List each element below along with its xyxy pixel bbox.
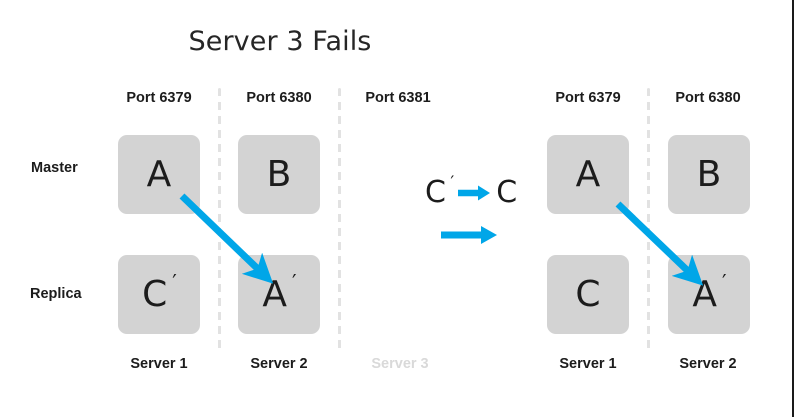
- node-right-s1-replica-label: C: [575, 274, 601, 315]
- port-label-right-2: Port 6380: [675, 90, 741, 106]
- column-divider-left-1: [218, 88, 221, 352]
- node-right-s2-master[interactable]: B: [668, 135, 750, 214]
- page-title: Server 3 Fails: [188, 26, 372, 57]
- node-left-s1-replica-label: C ′: [142, 270, 177, 315]
- row-label-master: Master: [31, 160, 78, 176]
- node-right-s2-replica[interactable]: A ′: [668, 255, 750, 334]
- node-right-s2-master-label: B: [696, 154, 722, 195]
- node-right-s1-master[interactable]: A: [547, 135, 629, 214]
- server-label-left-3: Server 3: [371, 356, 429, 372]
- legend-transform-row: C ′ C: [425, 173, 518, 210]
- port-label-left-2: Port 6380: [246, 90, 312, 106]
- port-label-left-1: Port 6379: [126, 90, 192, 106]
- node-right-s1-replica[interactable]: C: [547, 255, 629, 334]
- node-left-s2-replica-label: A ′: [262, 270, 297, 315]
- server-label-left-2: Server 2: [250, 356, 308, 372]
- column-divider-right-1: [647, 88, 650, 352]
- node-left-s2-master[interactable]: B: [238, 135, 320, 214]
- node-left-s1-replica[interactable]: C ′: [118, 255, 200, 334]
- node-left-s1-master[interactable]: A: [118, 135, 200, 214]
- node-left-s2-replica[interactable]: A ′: [238, 255, 320, 334]
- node-right-s2-replica-label: A ′: [692, 270, 727, 315]
- server-label-right-1: Server 1: [559, 356, 617, 372]
- column-divider-left-2: [338, 88, 341, 352]
- right-arrow-icon: [458, 185, 491, 201]
- legend-from-label: C ′: [425, 173, 455, 210]
- port-label-right-1: Port 6379: [555, 90, 621, 106]
- node-left-s2-master-label: B: [266, 154, 292, 195]
- row-label-replica: Replica: [30, 286, 82, 302]
- node-left-s1-master-label: A: [146, 154, 172, 195]
- node-right-s1-master-label: A: [575, 154, 601, 195]
- legend-to-label: C: [496, 175, 518, 210]
- port-label-left-3: Port 6381: [365, 90, 431, 106]
- legend-standalone-right-arrow-icon: [441, 226, 497, 244]
- server-label-left-1: Server 1: [130, 356, 188, 372]
- server-label-right-2: Server 2: [679, 356, 737, 372]
